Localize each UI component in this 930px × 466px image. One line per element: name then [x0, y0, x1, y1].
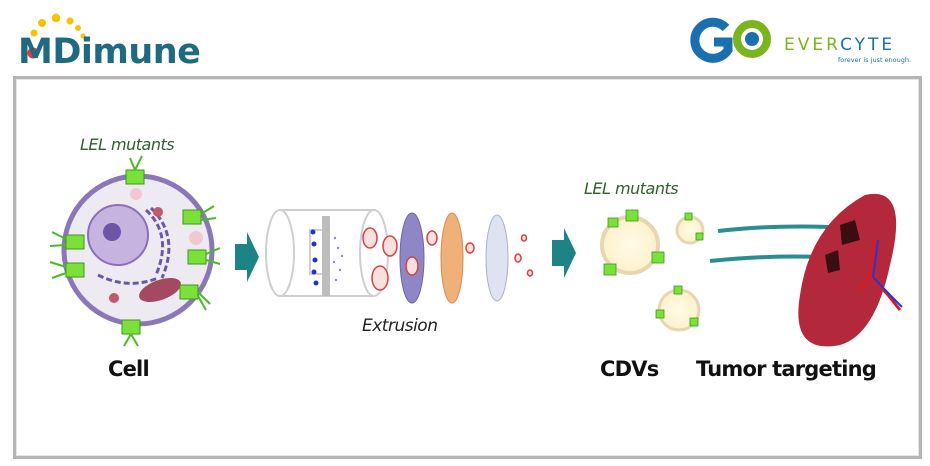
evercyte-wordmark: EVERCYTE [784, 35, 896, 55]
cdvs-label: CDVs [600, 357, 659, 381]
arrow-right-icon [235, 232, 259, 282]
cell-illustration-icon [49, 155, 221, 347]
logo-dots-icon [30, 13, 86, 39]
evercyte-logo: EVERCYTE forever is just enough. [686, 16, 922, 72]
mdimune-wordmark: MDimune [18, 32, 201, 72]
cell-label: Cell [108, 357, 150, 381]
cell-lel-mutants-label: LEL mutants [80, 135, 175, 154]
tumor-organ-illustration-icon [709, 193, 903, 347]
mdimune-logo: MDimune [14, 10, 224, 72]
cdv-lel-mutants-label: LEL mutants [584, 179, 679, 198]
cdvs-illustration-icon [600, 209, 705, 332]
evercyte-tagline: forever is just enough. [838, 56, 912, 64]
extrusion-label: Extrusion [362, 316, 438, 336]
tumor-targeting-label: Tumor targeting [696, 357, 877, 381]
go-mark-icon [690, 17, 771, 63]
arrow-right-icon-2 [552, 228, 576, 278]
logo-red-dot-icon [27, 47, 39, 59]
extrusion-illustration-icon [265, 209, 534, 304]
protein [125, 169, 145, 185]
